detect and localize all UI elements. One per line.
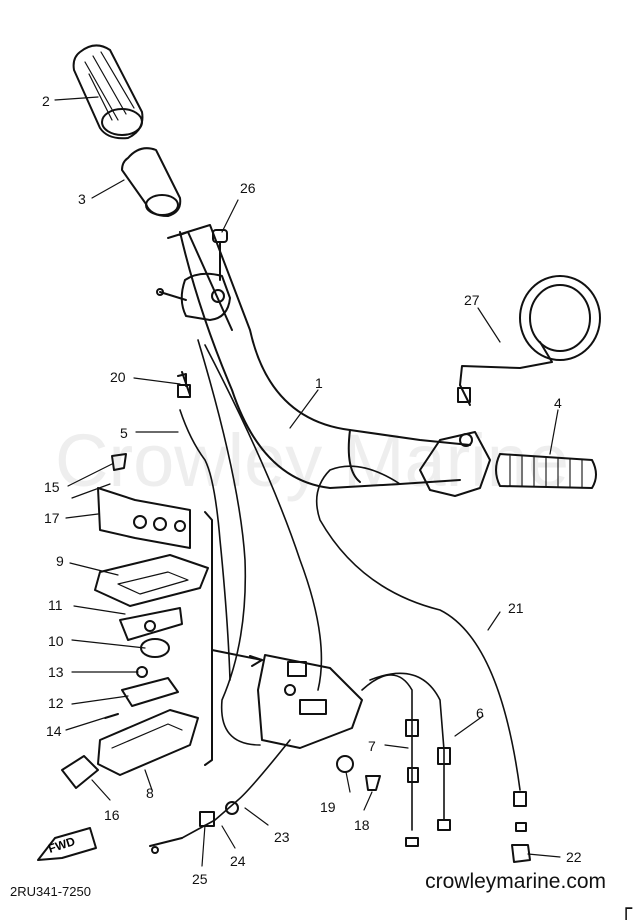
label-9: 9: [56, 553, 64, 569]
switch-housing: [211, 649, 363, 749]
throttle-sleeve: [121, 147, 182, 217]
label-18: 18: [354, 817, 370, 833]
label-16: 16: [104, 807, 120, 823]
label-8: 8: [146, 785, 154, 801]
fwd-arrow: [37, 827, 97, 861]
label-5: 5: [120, 425, 128, 441]
label-26: 26: [240, 180, 256, 196]
bar-clamp: [156, 229, 231, 321]
watermark: Crowley Marine: [55, 419, 570, 502]
label-7: 7: [368, 738, 376, 754]
cable-bundle: [149, 339, 323, 854]
throttle-cable: [315, 465, 531, 863]
label-14: 14: [46, 723, 62, 739]
exploded-switch: [61, 373, 213, 789]
label-10: 10: [48, 633, 64, 649]
label-20: 20: [110, 369, 126, 385]
diagram-code: 2RU341-7250: [10, 884, 91, 899]
label-6: 6: [476, 705, 484, 721]
label-17: 17: [44, 510, 60, 526]
label-12: 12: [48, 695, 64, 711]
label-4: 4: [554, 395, 562, 411]
label-27: 27: [464, 292, 480, 308]
label-24: 24: [230, 853, 246, 869]
label-25: 25: [192, 871, 208, 887]
leader-lines: [54, 96, 561, 867]
corner-mark: ┌: [619, 896, 632, 920]
label-3: 3: [78, 191, 86, 207]
right-grip: [419, 431, 597, 497]
label-1: 1: [315, 375, 323, 391]
handlebar: [167, 224, 471, 489]
label-21: 21: [508, 600, 524, 616]
fasteners: [336, 755, 381, 791]
mirror: [457, 275, 601, 406]
label-22: 22: [566, 849, 582, 865]
label-2: 2: [42, 93, 50, 109]
part-labels: 1 2 3 4 5 6 7 8 9 10 11 12 13 14 15 16 1…: [42, 93, 582, 887]
label-13: 13: [48, 664, 64, 680]
label-11: 11: [48, 597, 63, 613]
label-23: 23: [274, 829, 290, 845]
left-grip: [72, 44, 144, 140]
label-19: 19: [320, 799, 336, 815]
choke-cables: [361, 672, 451, 847]
site-watermark: crowleymarine.com: [425, 870, 606, 893]
label-15: 15: [44, 479, 60, 495]
